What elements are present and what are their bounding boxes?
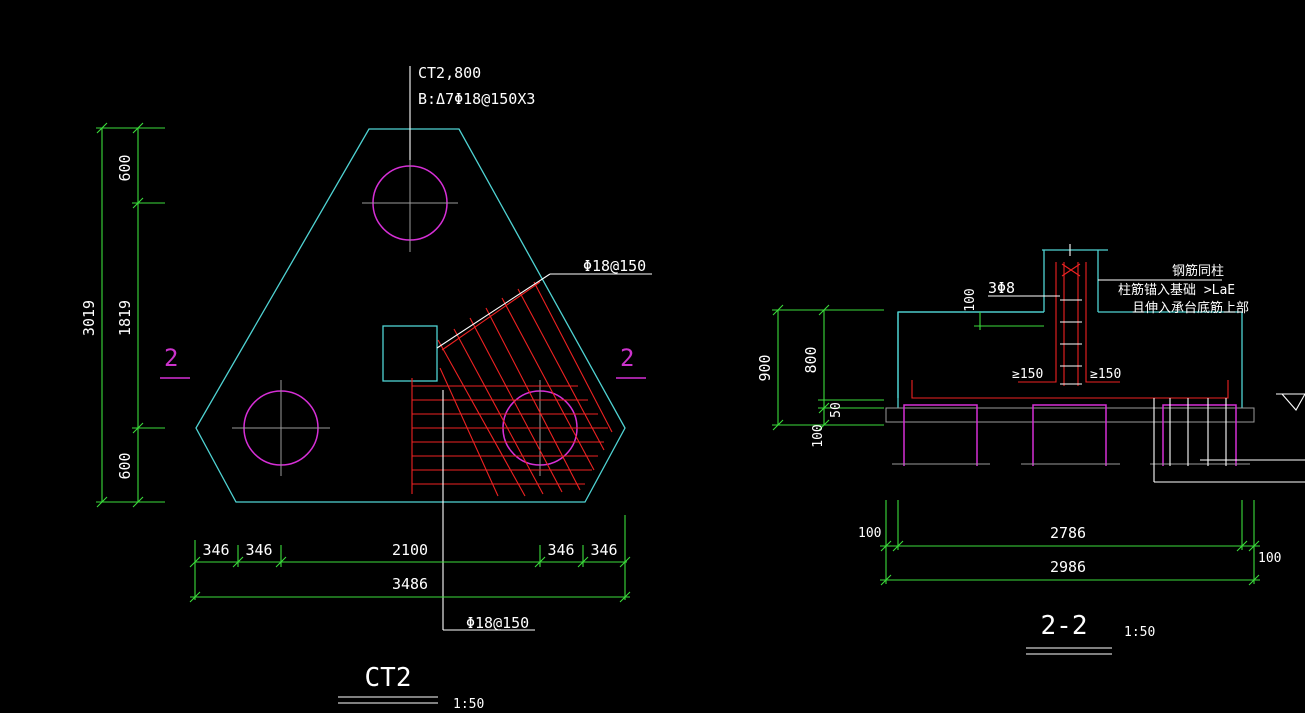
section-title: 2-2 [1041, 611, 1088, 641]
leader-top: CT2,800 B:Δ7Φ18@150X3 [409, 64, 535, 160]
dim-150-left: ≥150 [1012, 367, 1043, 382]
section-pile-middle [1021, 404, 1120, 466]
dim-bottom-3: 2100 [392, 541, 428, 559]
dim-50: 50 [829, 402, 844, 418]
dim-100-bottom: 100 [811, 424, 826, 447]
section-bottom-rebar [911, 380, 1229, 399]
dim-left: 3019 600 1819 600 [80, 122, 165, 508]
dim-left-100: 100 [858, 526, 881, 541]
section-pile-left [892, 404, 990, 466]
dim-left-top: 600 [116, 154, 134, 181]
section-title-block: 2-2 1:50 [1026, 611, 1155, 655]
leader-spec: B:Δ7Φ18@150X3 [418, 90, 535, 108]
rebar-note: 钢筋同柱 柱筋锚入基础 >LaE 且伸入承台底筋上部 [1098, 263, 1249, 316]
rebar-horizontal-bars [411, 378, 608, 494]
plan-title-block: CT2 1:50 [338, 663, 484, 712]
section-mark-right: 2 [616, 344, 646, 379]
dim-bottom-total: 3486 [392, 575, 428, 593]
cap-outline [195, 128, 626, 503]
section-view: 3Φ8 钢筋同柱 柱筋锚入基础 >LaE 且伸入承台底筋上部 ≥150 ≥150 [756, 244, 1305, 655]
rebar-note-2: 柱筋锚入基础 >LaE [1118, 282, 1235, 298]
dim-outer: 2986 [1050, 558, 1086, 576]
column-stub [1042, 244, 1108, 312]
dim-bottom-5: 346 [590, 541, 617, 559]
dim-left-mid: 1819 [116, 300, 134, 336]
svg-text:2: 2 [164, 344, 178, 372]
plan-title: CT2 [365, 663, 412, 693]
dim-left-total: 3019 [80, 300, 98, 336]
svg-text:3Φ8: 3Φ8 [988, 279, 1015, 297]
section-cap-outline [897, 311, 1044, 398]
section-scale: 1:50 [1124, 625, 1155, 640]
blinding-layer [885, 407, 1255, 423]
rebar-diagonal-bars [437, 281, 613, 497]
rebar-note-3: 且伸入承台底筋上部 [1132, 300, 1249, 316]
dim-bottom: 346 346 2100 346 346 3486 [189, 515, 631, 603]
dim-cap-height: 800 [802, 346, 820, 373]
dim-right-100: 100 [1258, 551, 1281, 566]
plan-scale: 1:50 [453, 697, 484, 712]
pile-bottom-left [232, 380, 330, 476]
section-mark-left: 2 [160, 344, 190, 379]
section-column-bars [1018, 262, 1120, 386]
label-3phi8: 3Φ8 [988, 279, 1060, 297]
dim-total-height: 900 [756, 354, 774, 381]
column-outline [382, 325, 438, 382]
section-dim-bottom: 100 100 2786 2986 [858, 500, 1281, 586]
svg-text:2: 2 [620, 344, 634, 372]
section-pile-right [1150, 398, 1305, 483]
rebar-note-1: 钢筋同柱 [1172, 263, 1224, 279]
plan-view: CT2,800 B:Δ7Φ18@150X3 Φ18@150 Φ18@150 2 … [80, 64, 652, 712]
elevation-marker [1276, 393, 1305, 411]
dim-left-bottom: 600 [116, 452, 134, 479]
pile-top [362, 156, 458, 252]
leader-rebar-right: Φ18@150 [436, 257, 652, 349]
leader-rebar-bottom: Φ18@150 [442, 390, 535, 632]
rebar-label-bottom: Φ18@150 [466, 614, 529, 632]
rebar-label-right: Φ18@150 [583, 257, 646, 275]
dim-bottom-4: 346 [547, 541, 574, 559]
dim-cover-top: 100 [963, 288, 978, 311]
dim-150-right: ≥150 [1090, 367, 1121, 382]
leader-title: CT2,800 [418, 64, 481, 82]
dim-inner: 2786 [1050, 524, 1086, 542]
dim-bottom-2: 346 [245, 541, 272, 559]
dim-bottom-1: 346 [202, 541, 229, 559]
section-dim-left: 100 900 800 50 100 [756, 288, 1044, 448]
